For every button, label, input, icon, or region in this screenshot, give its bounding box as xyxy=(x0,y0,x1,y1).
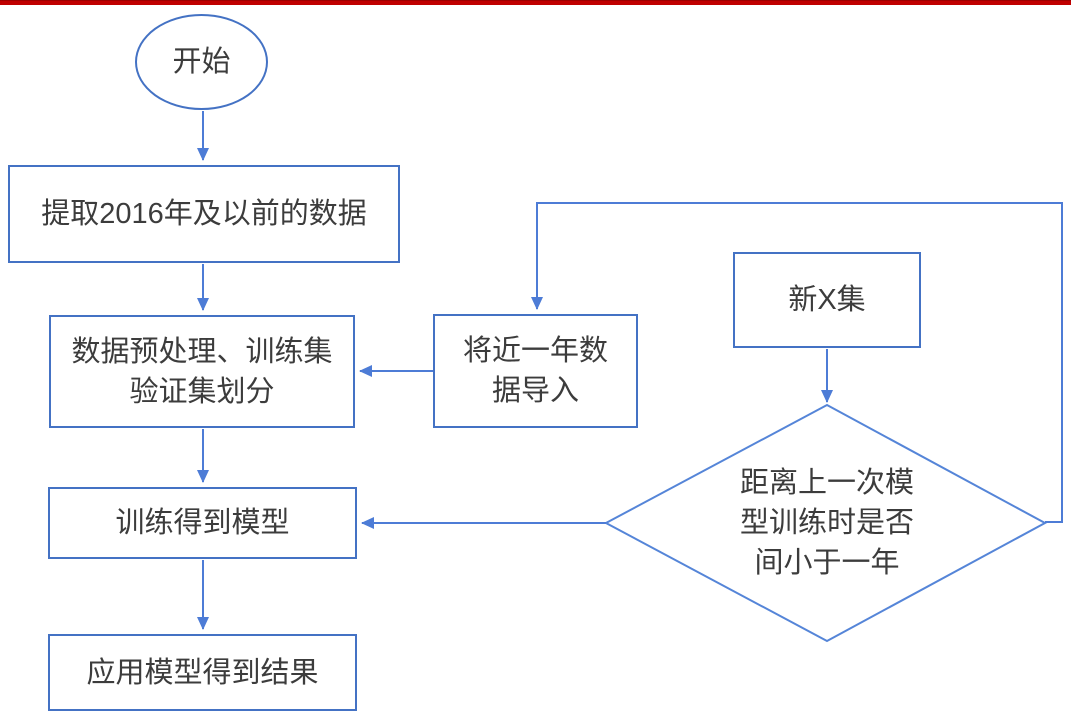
train-model-node: 训练得到模型 xyxy=(48,487,357,559)
extract-data-label: 提取2016年及以前的数据 xyxy=(41,198,367,230)
decision-label-line3: 间小于一年 xyxy=(754,547,900,579)
new-x-set-node: 新X集 xyxy=(733,252,921,348)
new-x-set-label: 新X集 xyxy=(788,284,866,316)
train-model-label: 训练得到模型 xyxy=(115,507,290,539)
preprocess-label-line1: 数据预处理、训练集 xyxy=(71,335,333,368)
decision-label-line1: 距离上一次模 xyxy=(739,467,914,499)
import-recent-data-node: 将近一年数 据导入 xyxy=(433,314,638,428)
top-accent-bar xyxy=(0,0,1071,5)
preprocess-node: 数据预处理、训练集 验证集划分 xyxy=(49,315,355,428)
extract-data-node: 提取2016年及以前的数据 xyxy=(8,165,400,263)
apply-model-label: 应用模型得到结果 xyxy=(86,656,319,689)
import-recent-data-label-line1: 将近一年数 xyxy=(462,335,608,367)
decision-node: 距离上一次模 型训练时是否 间小于一年 xyxy=(696,462,958,584)
decision-label-line2: 型训练时是否 xyxy=(739,507,914,539)
start-label: 开始 xyxy=(172,46,231,78)
import-recent-data-label-line2: 据导入 xyxy=(491,375,579,407)
preprocess-label-line2: 验证集划分 xyxy=(129,375,275,408)
start-node: 开始 xyxy=(135,14,268,110)
decision-diamond-shape xyxy=(603,403,1048,643)
arrow-decision-loop-to-import xyxy=(531,202,1063,523)
apply-model-node: 应用模型得到结果 xyxy=(48,634,357,711)
